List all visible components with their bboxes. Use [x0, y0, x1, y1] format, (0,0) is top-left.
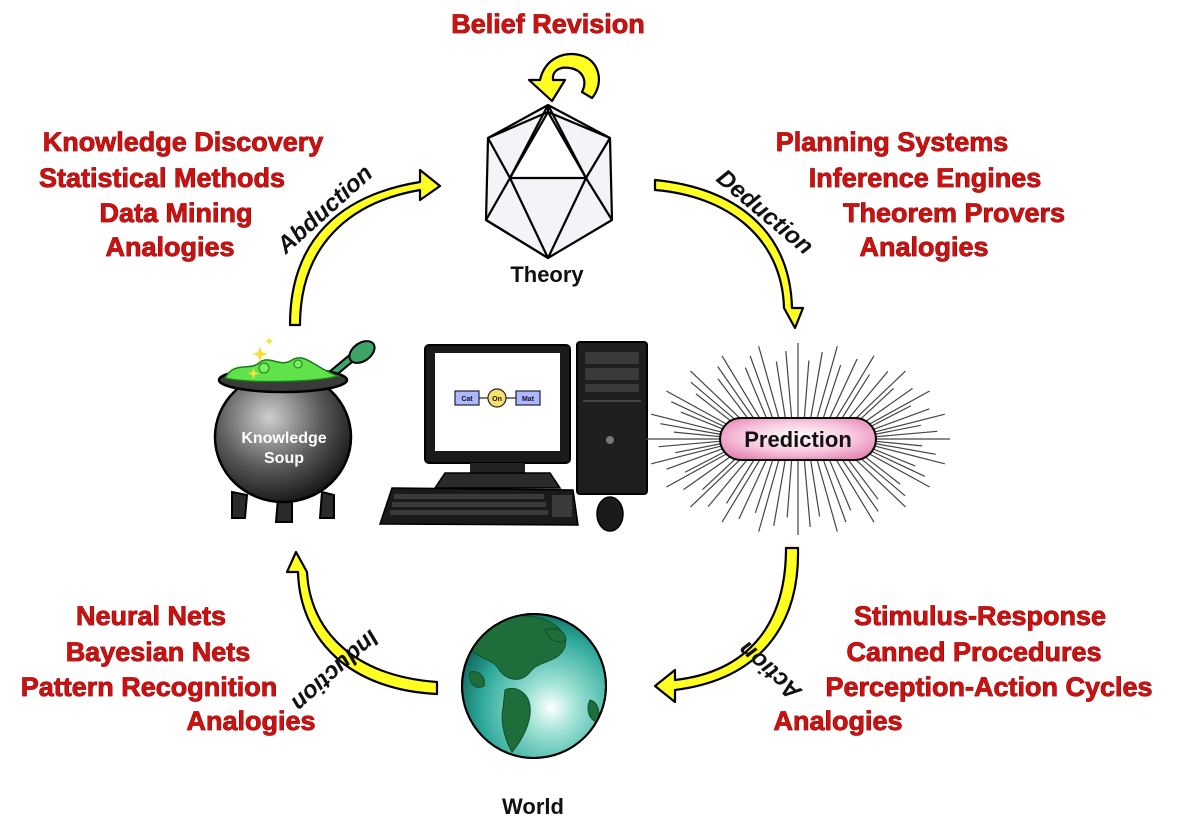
action-item: Perception-Action Cycles: [825, 672, 1152, 702]
induction-item: Bayesian Nets: [66, 637, 251, 667]
burst-ray: [837, 374, 870, 425]
abduction-item: Statistical Methods: [39, 163, 285, 193]
burst-ray: [754, 455, 775, 514]
burst-ray: [815, 456, 838, 532]
action-arrow: [653, 546, 800, 704]
burst-ray: [726, 453, 759, 504]
burst-ray: [749, 355, 775, 423]
induction-item: Pattern Recognition: [21, 672, 278, 702]
knowledge-soup-label-line1: Knowledge: [241, 430, 326, 447]
burst-ray: [837, 453, 879, 512]
burst-ray: [847, 451, 906, 508]
deduction-item: Inference Engines: [809, 163, 1042, 193]
action-methods-list: Stimulus-Response Canned Procedures Perc…: [773, 601, 1153, 737]
theory-icosahedron-icon: [484, 103, 614, 260]
burst-ray: [744, 367, 769, 423]
induction-methods-list: Neural Nets Bayesian Nets Pattern Recogn…: [20, 601, 316, 737]
burst-ray: [721, 454, 764, 523]
screen-mat-box: Mat: [522, 396, 535, 403]
screen-cat-box: Cat: [461, 396, 473, 403]
burst-ray: [660, 423, 730, 437]
burst-ray: [865, 413, 945, 435]
burst-ray: [827, 455, 852, 511]
burst-ray: [832, 355, 875, 424]
burst-ray: [651, 443, 731, 465]
burst-ray: [863, 408, 930, 434]
burst-ray: [821, 364, 842, 423]
burst-ray: [758, 346, 781, 422]
burst-ray: [842, 370, 889, 426]
theory-label: Theory: [510, 262, 584, 287]
abduction-arrow: [288, 168, 442, 327]
induction-item: Analogies: [186, 706, 315, 736]
burst-ray: [707, 452, 754, 508]
burst-ray: [666, 444, 733, 470]
abduction-item: Analogies: [105, 232, 234, 262]
burst-ray: [775, 361, 787, 422]
burst-ray: [786, 456, 793, 518]
prediction-pill: [719, 417, 877, 461]
burst-ray: [785, 350, 793, 422]
globe-icon: [461, 613, 607, 759]
belief-revision-label: Belief Revision: [451, 9, 645, 39]
world-label: World: [502, 794, 564, 819]
prediction-label: Prediction: [744, 427, 852, 452]
burst-ray: [721, 355, 764, 424]
burst-ray: [758, 456, 781, 532]
deduction-item: Planning Systems: [776, 127, 1009, 157]
burst-ray: [809, 351, 823, 422]
burst-ray: [865, 443, 945, 465]
burst-ray: [827, 358, 858, 423]
knowledge-soup-label-line2: Soup: [264, 450, 304, 467]
burst-ray: [738, 455, 769, 520]
computer-icon: [378, 341, 648, 532]
belief-revision-loop-arrow: [527, 53, 601, 103]
action-item: Analogies: [773, 706, 902, 736]
deduction-item: Analogies: [859, 232, 988, 262]
burst-ray: [690, 451, 749, 508]
burst-ray: [690, 370, 749, 427]
burst-ray: [803, 456, 811, 528]
induction-item: Neural Nets: [76, 601, 226, 631]
burst-ray: [867, 430, 938, 439]
deduction-methods-list: Planning Systems Inference Engines Theor…: [775, 127, 1065, 263]
action-label: Action: [733, 636, 807, 707]
burst-ray: [821, 455, 847, 523]
burst-ray: [847, 370, 906, 427]
burst-ray: [832, 454, 875, 523]
burst-ray: [809, 456, 821, 517]
abduction-methods-list: Knowledge Discovery Statistical Methods …: [39, 127, 324, 263]
burst-ray: [717, 366, 759, 425]
cauldron-icon: [213, 337, 376, 523]
burst-ray: [866, 441, 936, 455]
induction-arrow: [285, 550, 439, 696]
burst-ray: [815, 346, 838, 422]
burst-ray: [803, 360, 810, 422]
action-item: Canned Procedures: [846, 637, 1101, 667]
screen-on-circle: On: [492, 396, 502, 403]
deduction-arrow: [653, 178, 805, 330]
deduction-item: Theorem Provers: [843, 198, 1065, 228]
burst-ray: [651, 413, 731, 435]
abduction-item: Data Mining: [100, 198, 253, 228]
abduction-item: Knowledge Discovery: [43, 127, 324, 157]
burst-ray: [773, 456, 787, 527]
burst-ray: [658, 439, 729, 448]
action-item: Stimulus-Response: [854, 601, 1106, 631]
